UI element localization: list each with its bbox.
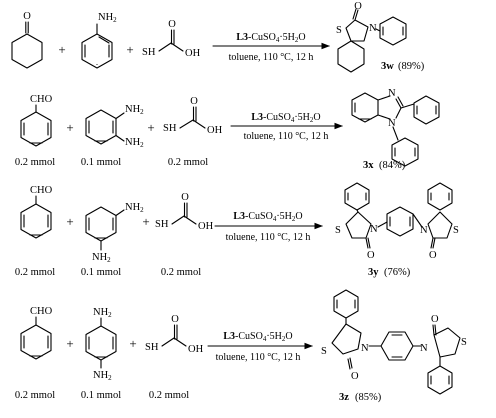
nitrogen-atom: N [388, 118, 396, 129]
carbonyl-oxygen: O [171, 314, 179, 325]
benzaldehyde-structure: CHO 0.2 mmol [15, 306, 55, 401]
product-label: 3x [363, 160, 374, 171]
plus-sign: + [147, 120, 154, 135]
mercaptoacetic-acid-structure: SH O OH 0.2 mmol [155, 192, 214, 278]
yield-text: (84%) [379, 160, 406, 171]
conditions-text: toluene, 110 °C, 12 h [229, 52, 314, 63]
product-3x-structure: N N 3x (84%) [351, 88, 440, 171]
plus-sign: + [66, 214, 73, 229]
amount-text: 0.1 mmol [81, 157, 121, 168]
sulfur-atom: S [335, 225, 341, 236]
aldehyde-label: CHO [30, 306, 53, 317]
amine-label: NH2 [125, 202, 144, 214]
product-label: 3w [381, 61, 394, 72]
plus-sign: + [126, 42, 133, 57]
aldehyde-label: CHO [30, 185, 53, 196]
amount-text: 0.2 mmol [168, 157, 208, 168]
oxygen-atom: O [354, 1, 362, 12]
yield-text: (89%) [398, 61, 425, 72]
plus-sign: + [66, 120, 73, 135]
hydroxyl-label: OH [207, 125, 223, 136]
amount-text: 0.2 mmol [15, 390, 55, 401]
conditions-text: toluene, 110 °C, 12 h [216, 352, 301, 363]
mercaptoacetic-acid-structure: SH O OH 0.2 mmol [163, 96, 223, 168]
amount-text: 0.2 mmol [15, 157, 55, 168]
product-3z-structure: S N O N O S 3z (85%) [321, 289, 467, 403]
hydroxyl-label: OH [198, 221, 214, 232]
benzaldehyde-structure: CHO 0.2 mmol [15, 185, 55, 278]
yield-text: (76%) [384, 267, 411, 278]
sulfur-atom: S [453, 225, 459, 236]
cyclohexanone-structure: O [11, 11, 43, 69]
nitrogen-atom: N [370, 224, 378, 235]
plus-sign: + [142, 214, 149, 229]
plus-sign: + [66, 336, 73, 351]
amine-label: NH2 [92, 252, 111, 264]
amine-label: NH2 [125, 104, 144, 116]
amine-label: NH2 [125, 137, 144, 149]
reaction-row-3z: CHO 0.2 mmol + NH2 NH2 0.1 mmol + SH O [15, 289, 467, 403]
hydroxyl-label: OH [185, 48, 201, 59]
oxygen-atom: O [23, 11, 31, 22]
reagent-text: L3-CuSO4·5H2O [233, 211, 302, 223]
sulfur-atom: S [336, 25, 342, 36]
amount-text: 0.1 mmol [81, 267, 121, 278]
oxygen-atom: O [431, 314, 439, 325]
product-label: 3y [368, 267, 379, 278]
nitrogen-atom: N [369, 23, 377, 34]
yield-text: (85%) [355, 392, 382, 403]
thiol-label: SH [163, 123, 177, 134]
amine-label: NH2 [93, 307, 112, 319]
amount-text: 0.2 mmol [149, 390, 189, 401]
amount-text: 0.2 mmol [15, 267, 55, 278]
m-phenylenediamine-structure: NH2 NH2 0.1 mmol [81, 202, 144, 278]
hydroxyl-label: OH [188, 344, 204, 355]
benzaldehyde-structure: CHO 0.2 mmol [15, 94, 55, 168]
reaction-row-3y: CHO 0.2 mmol + NH2 NH2 0.1 mmol + SH O [15, 182, 459, 278]
oxygen-atom: O [367, 250, 375, 261]
amine-label: NH2 [93, 370, 112, 382]
reaction-row-3w: O + NH2 + SH O OH L3-CuSO4·5H2O toluene,… [11, 1, 425, 73]
carbonyl-oxygen: O [181, 192, 189, 203]
product-label: 3z [339, 392, 349, 403]
aldehyde-label: CHO [30, 94, 53, 105]
o-phenylenediamine-structure: NH2 NH2 0.1 mmol [81, 104, 144, 168]
aniline-structure: NH2 [81, 12, 117, 69]
carbonyl-oxygen: O [168, 19, 176, 30]
conditions-text: toluene, 110 °C, 12 h [244, 131, 329, 142]
amount-text: 0.1 mmol [81, 390, 121, 401]
amine-label: NH2 [98, 12, 117, 24]
amount-text: 0.2 mmol [161, 267, 201, 278]
product-3w-structure: O N S 3w (89%) [336, 1, 425, 73]
plus-sign: + [129, 336, 136, 351]
carbonyl-oxygen: O [190, 96, 198, 107]
nitrogen-atom: N [420, 343, 428, 354]
sulfur-atom: S [321, 346, 327, 357]
thiol-label: SH [145, 342, 159, 353]
mercaptoacetic-acid-structure: SH O OH [142, 19, 201, 59]
thiol-label: SH [142, 47, 156, 58]
oxygen-atom: O [351, 371, 359, 382]
nitrogen-atom: N [420, 225, 428, 236]
mercaptoacetic-acid-structure: SH O OH 0.2 mmol [145, 314, 204, 401]
oxygen-atom: O [429, 250, 437, 261]
reaction-row-3x: CHO 0.2 mmol + NH2 NH2 0.1 mmol + SH O [15, 88, 440, 171]
reagent-text: L3-CuSO4·5H2O [251, 112, 320, 124]
reagent-text: L3-CuSO4·5H2O [223, 331, 292, 343]
conditions-text: toluene, 110 °C, 12 h [226, 232, 311, 243]
p-phenylenediamine-structure: NH2 NH2 0.1 mmol [81, 307, 121, 401]
sulfur-atom: S [461, 337, 467, 348]
nitrogen-atom: N [388, 88, 396, 99]
thiol-label: SH [155, 219, 169, 230]
reagent-text: L3-CuSO4·5H2O [236, 32, 305, 44]
nitrogen-atom: N [361, 343, 369, 354]
product-3y-structure: S N O N S O 3y (76%) [335, 182, 459, 278]
plus-sign: + [58, 42, 65, 57]
